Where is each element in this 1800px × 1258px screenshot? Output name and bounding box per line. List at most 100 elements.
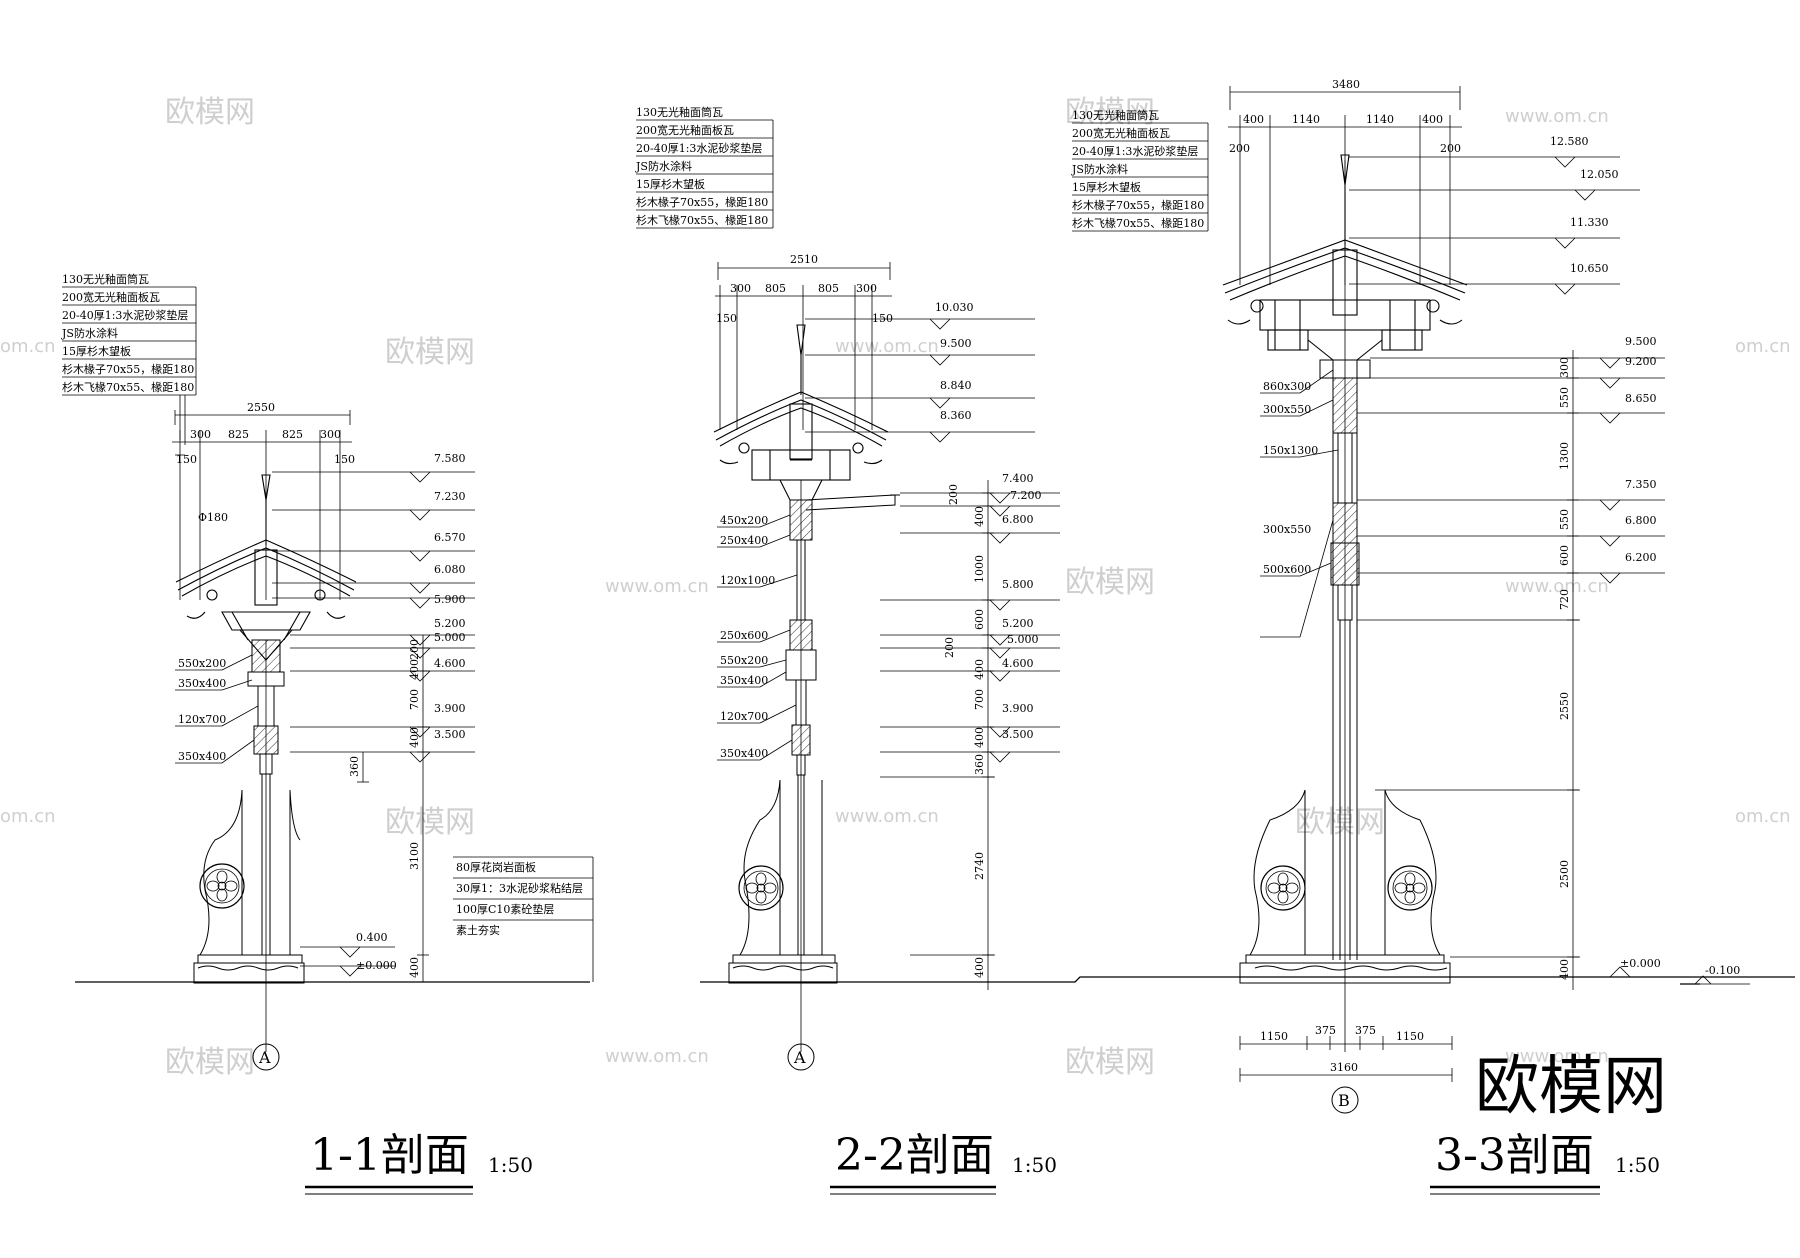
watermark-url: om.cn bbox=[1735, 806, 1791, 827]
elevation-marks: 10.030 9.500 8.840 8.360 7.400 7.200 6.8… bbox=[805, 301, 1060, 990]
watermark-url: www.om.cn bbox=[1505, 106, 1609, 127]
member-size-labels: 860x300 300x550 150x1300 300x550 500x600 bbox=[1260, 369, 1339, 638]
column bbox=[193, 639, 305, 1052]
dim-edge: 150 bbox=[176, 453, 197, 466]
section-scale: 1:50 bbox=[488, 1153, 533, 1177]
watermark-brand: 欧模网 bbox=[385, 335, 475, 370]
elevation-value: 7.200 bbox=[1010, 489, 1042, 502]
watermark-url: www.om.cn bbox=[605, 1046, 709, 1067]
layer-label: 200宽无光釉面板瓦 bbox=[636, 123, 734, 137]
watermark-brand: 欧模网 bbox=[165, 95, 255, 130]
watermark-url: www.om.cn bbox=[835, 336, 939, 357]
elevation-value: 6.200 bbox=[1625, 551, 1657, 564]
member-size: 860x300 bbox=[1263, 380, 1311, 393]
section-title-text: 1-1剖面 bbox=[310, 1130, 469, 1181]
elevation-value: 5.900 bbox=[434, 593, 466, 606]
dim-part: 375 bbox=[1355, 1024, 1376, 1037]
member-size: 150x1300 bbox=[1263, 444, 1318, 457]
layer-label: 200宽无光釉面板瓦 bbox=[1072, 126, 1170, 140]
top-dimensions: 2550 300 825 825 300 150 150 Φ180 bbox=[172, 401, 355, 600]
section-title-text: 2-2剖面 bbox=[835, 1130, 994, 1181]
layer-label: 15厚杉木望板 bbox=[636, 177, 705, 191]
vertical-dim: 720 bbox=[1558, 589, 1571, 610]
layer-label: JS防水涂料 bbox=[1071, 162, 1128, 176]
dim-part: 400 bbox=[1243, 113, 1264, 126]
vertical-dim: 2550 bbox=[1558, 692, 1571, 720]
vertical-dim: 300 bbox=[1558, 357, 1571, 378]
vertical-dim: 400 bbox=[973, 659, 986, 680]
member-size: 550x200 bbox=[178, 657, 226, 670]
layer-label: 杉木椽子70x55，椽距180 bbox=[1072, 198, 1204, 212]
dim-part: 400 bbox=[1422, 113, 1443, 126]
layer-label: 200宽无光釉面板瓦 bbox=[62, 290, 160, 304]
layer-label: 15厚杉木望板 bbox=[62, 344, 131, 358]
layer-label: 杉木飞椽70x55、椽距180 bbox=[62, 380, 194, 394]
vertical-dim: 2500 bbox=[1558, 860, 1571, 888]
watermarks: 欧模网 欧模网 欧模网 欧模网 欧模网 欧模网 欧模网 欧模网 www.om.c… bbox=[0, 95, 1791, 1124]
dim-total: 3160 bbox=[1330, 1061, 1358, 1074]
watermark-brand: 欧模网 bbox=[1065, 95, 1155, 130]
vertical-dim: 400 bbox=[973, 957, 986, 978]
dim-total: 2510 bbox=[790, 253, 818, 266]
floor-layer: 素土夯实 bbox=[456, 923, 500, 937]
vertical-dim: 700 bbox=[973, 689, 986, 710]
axis-label: A bbox=[793, 1048, 806, 1067]
elevation-value: 10.030 bbox=[935, 301, 974, 314]
member-size: 120x700 bbox=[720, 710, 768, 723]
layer-callout-table: 130无光釉面筒瓦 200宽无光釉面板瓦 20-40厚1:3水泥砂浆垫层 JS防… bbox=[635, 105, 774, 229]
member-size: 350x400 bbox=[720, 747, 768, 760]
floor-layer: 30厚1：3水泥砂浆粘结层 bbox=[456, 881, 583, 895]
member-size: 350x400 bbox=[178, 750, 226, 763]
vertical-dim: 400 bbox=[973, 506, 986, 527]
section-2-2: 130无光釉面筒瓦 200宽无光釉面板瓦 20-40厚1:3水泥砂浆垫层 JS防… bbox=[635, 105, 1060, 1195]
elevation-marks: 7.580 7.230 6.570 6.080 5.900 5.200 5.00… bbox=[272, 452, 475, 982]
section-3-3: 130无光釉面筒瓦 200宽无光釉面板瓦 20-40厚1:3水泥砂浆垫层 JS防… bbox=[1071, 78, 1750, 1195]
watermark-url: www.om.cn bbox=[605, 576, 709, 597]
layer-label: 130无光釉面筒瓦 bbox=[636, 105, 723, 119]
watermark-url: www.om.cn bbox=[835, 806, 939, 827]
layer-callout-table: 130无光釉面筒瓦 200宽无光釉面板瓦 20-40厚1:3水泥砂浆垫层 JS防… bbox=[1071, 108, 1209, 232]
column bbox=[728, 480, 900, 1052]
watermark-url: www.om.cn bbox=[1505, 576, 1609, 597]
elevation-value: 3.900 bbox=[434, 702, 466, 715]
vertical-dim: 600 bbox=[1558, 545, 1571, 566]
elevation-value: 11.330 bbox=[1570, 216, 1609, 229]
layer-callout-table: 130无光釉面筒瓦 200宽无光釉面板瓦 20-40厚1:3水泥砂浆垫层 JS防… bbox=[61, 272, 197, 445]
bottom-dimensions: 1150 375 375 1150 3160 bbox=[1239, 1024, 1453, 1082]
member-size: 250x400 bbox=[720, 534, 768, 547]
section-1-1: 130无光釉面筒瓦 200宽无光釉面板瓦 20-40厚1:3水泥砂浆垫层 JS防… bbox=[61, 272, 594, 1195]
layer-label: 杉木椽子70x55，椽距180 bbox=[636, 195, 768, 209]
axis-marker: B bbox=[1331, 1086, 1359, 1114]
vertical-dim: 600 bbox=[973, 609, 986, 630]
dim-edge: 150 bbox=[334, 453, 355, 466]
dim-part: 300 bbox=[190, 428, 211, 441]
section-scale: 1:50 bbox=[1012, 1153, 1057, 1177]
dim-part: 300 bbox=[320, 428, 341, 441]
elevation-value: 5.800 bbox=[1002, 578, 1034, 591]
elevation-value: 9.500 bbox=[940, 337, 972, 350]
vertical-dim: 550 bbox=[1558, 509, 1571, 530]
layer-label: JS防水涂料 bbox=[635, 159, 692, 173]
elevation-value: 5.000 bbox=[434, 631, 466, 644]
vertical-dim: 400 bbox=[408, 659, 421, 680]
dim-edge: 150 bbox=[872, 312, 893, 325]
section-title: 2-2剖面 1:50 bbox=[830, 1130, 1057, 1195]
layer-label: 杉木椽子70x55，椽距180 bbox=[62, 362, 194, 376]
roof bbox=[713, 324, 889, 501]
dim-part: 375 bbox=[1315, 1024, 1336, 1037]
member-size: 300x550 bbox=[1263, 523, 1311, 536]
floor-layer: 80厚花岗岩面板 bbox=[456, 860, 536, 874]
watermark-url: om.cn bbox=[0, 336, 56, 357]
layer-label: 130无光釉面筒瓦 bbox=[62, 272, 149, 286]
elevation-value: 5.000 bbox=[1007, 633, 1039, 646]
member-size: 250x600 bbox=[720, 629, 768, 642]
floor-layer-table: 80厚花岗岩面板 30厚1：3水泥砂浆粘结层 100厚C10素砼垫层 素土夯实 bbox=[453, 856, 594, 982]
axis-label: A bbox=[258, 1048, 271, 1067]
member-size-labels: 450x200 250x400 120x1000 250x600 550x200… bbox=[717, 514, 798, 761]
member-size: 300x550 bbox=[1263, 403, 1311, 416]
top-dimensions: 2510 300 805 805 300 150 150 bbox=[715, 253, 893, 430]
axis-marker: A bbox=[787, 1043, 815, 1071]
layer-label: 杉木飞椽70x55、椽距180 bbox=[1072, 216, 1204, 230]
section-title: 1-1剖面 1:50 bbox=[305, 1130, 533, 1195]
watermark-logo: 欧模网 bbox=[1475, 1050, 1667, 1124]
